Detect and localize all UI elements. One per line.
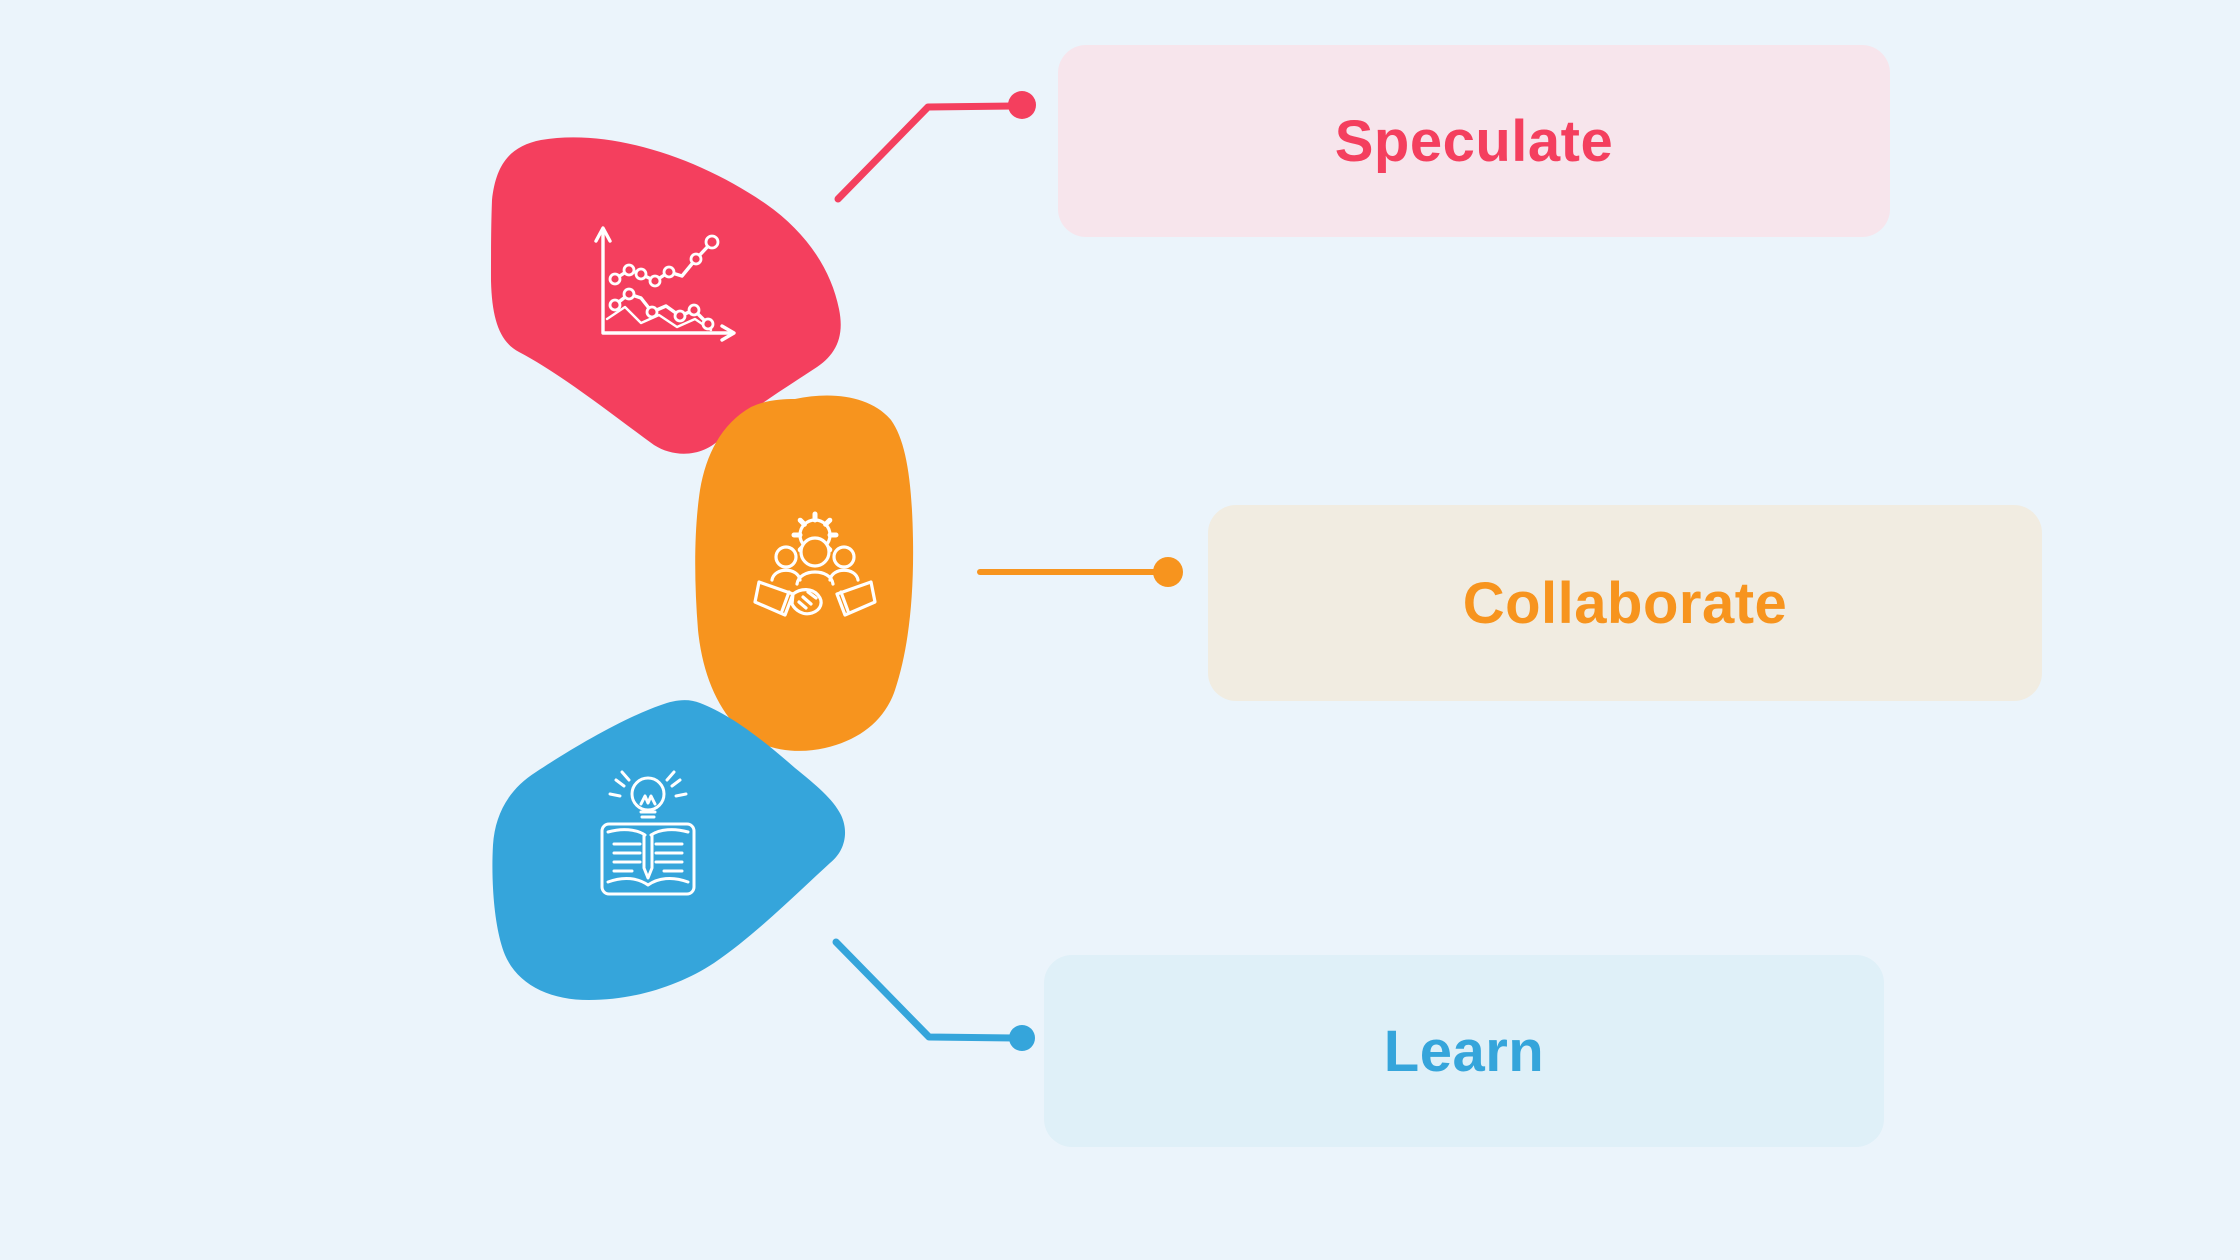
chart-axis-arrow-right (720, 324, 736, 342)
chart-area-line (605, 305, 713, 332)
label-card-collaborate[interactable]: Collaborate (1208, 505, 2042, 701)
chart-axis-arrow-up (594, 226, 612, 243)
book-cover (600, 822, 696, 896)
person-right-head (832, 545, 856, 569)
pencil-icon (642, 833, 654, 880)
label-collaborate: Collaborate (1462, 570, 1788, 636)
label-learn: Learn (1383, 1018, 1545, 1084)
line-chart-icon[interactable] (594, 226, 736, 342)
chart-data-dots (608, 234, 720, 331)
book-page-top-left (606, 828, 647, 837)
connector-learn-line (832, 938, 1018, 1042)
label-speculate: Speculate (1334, 108, 1614, 174)
person-middle-shoulders (795, 570, 835, 586)
chart-axes (601, 229, 733, 335)
person-left-head (774, 545, 798, 569)
book-page-top-right (649, 828, 690, 837)
connector-learn[interactable] (832, 938, 1035, 1051)
bulb-rays (608, 770, 688, 798)
connector-collaborate[interactable] (977, 557, 1183, 587)
book-page-bottom (606, 876, 690, 887)
label-card-speculate[interactable]: Speculate (1058, 45, 1890, 237)
bulb-base (639, 810, 657, 819)
bulb-icon (630, 776, 666, 812)
connector-speculate-line (834, 102, 1018, 203)
connector-learn-dot (1009, 1025, 1035, 1051)
person-middle-head (799, 536, 831, 568)
team-handshake-icon[interactable] (753, 511, 877, 617)
connector-collaborate-dot (1153, 557, 1183, 587)
handshake-cuffs (780, 590, 850, 613)
open-book-idea-icon[interactable] (600, 770, 696, 896)
connector-speculate[interactable] (834, 91, 1036, 203)
segment-learn-shape[interactable] (492, 700, 846, 1000)
connector-speculate-dot (1008, 91, 1036, 119)
people-group (753, 536, 877, 617)
segment-speculate-shape[interactable] (491, 137, 841, 454)
handshake-fingers (797, 590, 818, 610)
label-card-learn[interactable]: Learn (1044, 955, 1884, 1147)
book-text-lines-left (612, 842, 642, 873)
bulb-filament (639, 794, 657, 806)
book-text-lines-right (654, 842, 684, 873)
